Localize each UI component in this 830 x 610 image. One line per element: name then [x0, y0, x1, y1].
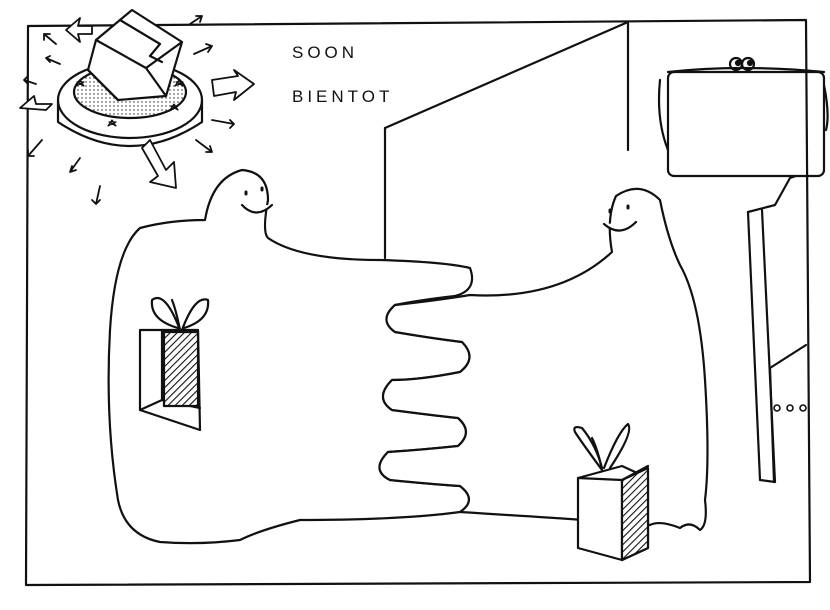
parcel-icon [86, 8, 184, 102]
right-hand-figure [378, 187, 709, 532]
arrows-icon [19, 15, 255, 205]
coin-purse-icon [657, 56, 829, 178]
back-wall [383, 20, 630, 260]
caption-english: SOON [292, 43, 359, 62]
picture-frame [24, 18, 812, 587]
ellipsis-icon [773, 404, 807, 412]
caption-french: BIENTOT [292, 87, 394, 106]
gift-box-icon [573, 422, 650, 562]
door-panel [746, 174, 808, 484]
gift-box-icon [138, 297, 210, 432]
